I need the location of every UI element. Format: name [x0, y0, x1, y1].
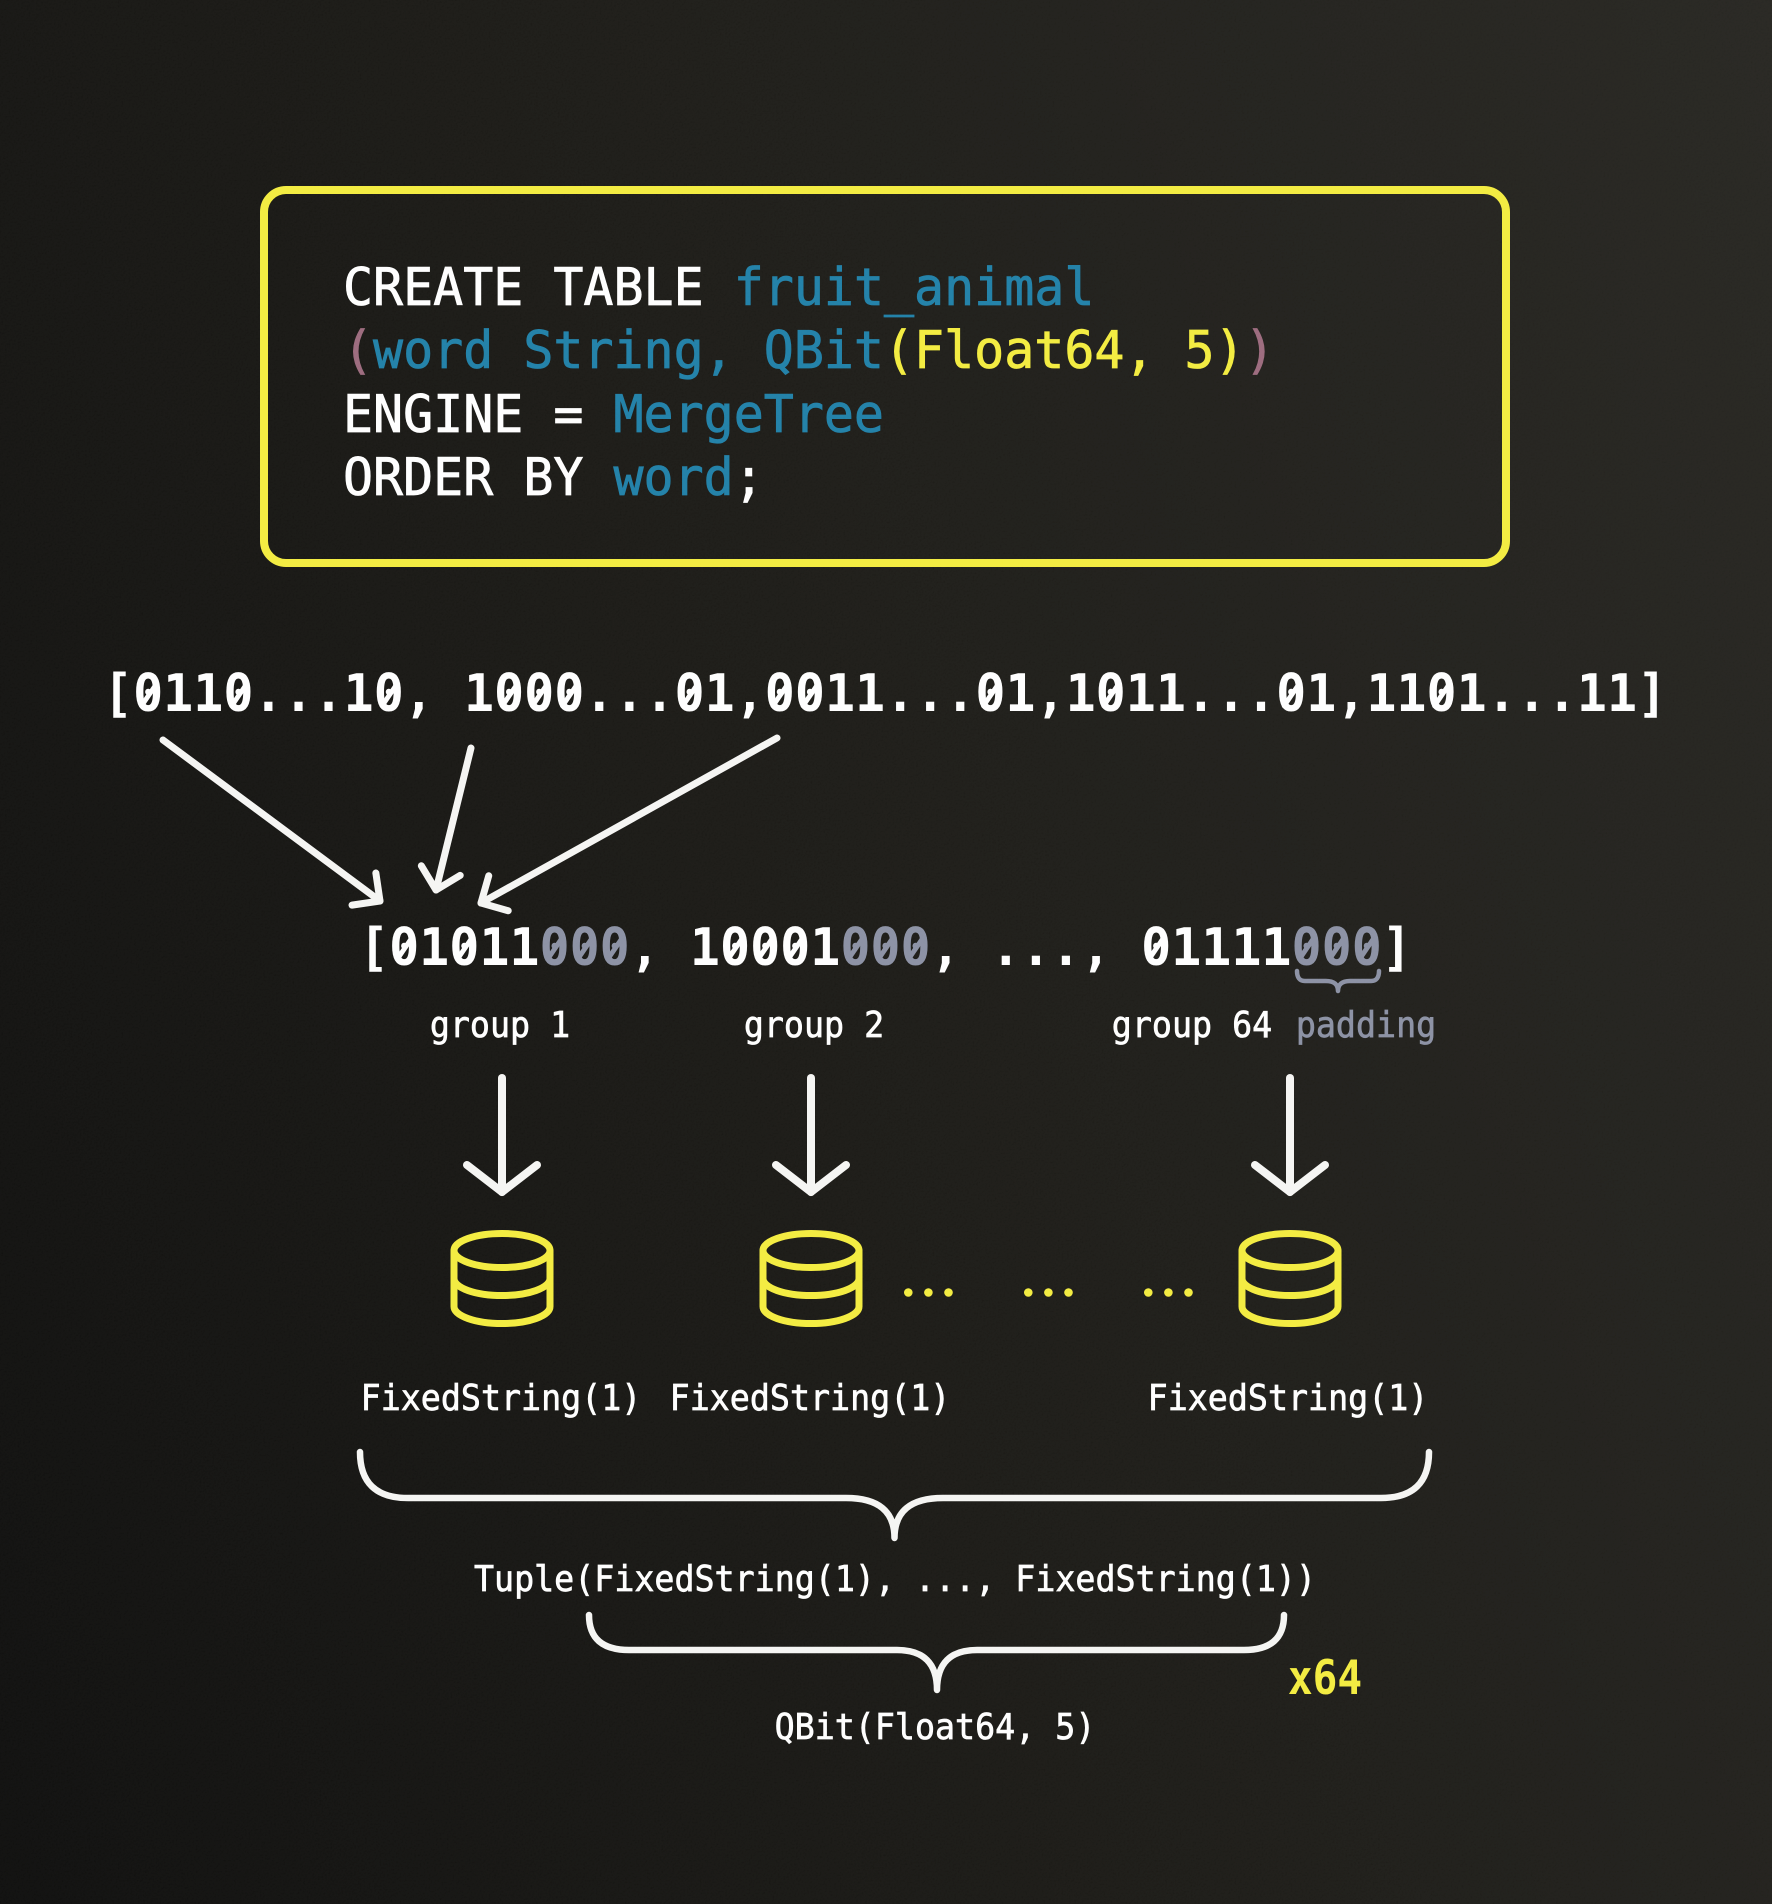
sql-paren-close: ): [1244, 321, 1275, 382]
flow-arrow-left-icon: [159, 736, 384, 909]
database-icon-64: [1238, 1230, 1342, 1327]
sql-keyword-order-by: ORDER BY: [343, 447, 614, 508]
tuple-brace-icon: [356, 1448, 1433, 1542]
ellipsis-dots-3-icon: [1144, 1288, 1193, 1297]
qbit-brace-icon: [585, 1611, 1288, 1694]
sql-line-4: ORDER BY word;: [343, 451, 765, 504]
sql-line-3: ENGINE = MergeTree: [343, 388, 885, 441]
ellipsis-dots-1-icon: [904, 1288, 953, 1297]
source-bit-array: [0110...10, 1000...01,0011...01,1011...0…: [103, 664, 1668, 725]
grouped-array-sep2: , ...,: [930, 917, 1142, 978]
flow-arrow-right-icon: [477, 734, 781, 915]
grouped-array-close: ]: [1381, 917, 1412, 978]
sql-code-box: CREATE TABLE fruit_animal (word String, …: [260, 186, 1510, 567]
fixedstring-label-2: FixedString(1): [669, 1377, 951, 1419]
sql-paren-open: (: [343, 321, 374, 382]
sql-keyword-create-table: CREATE TABLE: [343, 258, 734, 319]
flow-arrow-middle-icon: [417, 744, 475, 894]
tuple-type-label: Tuple(FixedString(1), ..., FixedString(1…: [473, 1559, 1317, 1600]
sql-line-2: (word String, QBit(Float64, 5)): [343, 325, 1275, 378]
qbit-type-label: QBit(Float64, 5): [774, 1707, 1096, 1748]
database-icon-2: [759, 1230, 863, 1327]
padding-underbrace-icon: [1294, 968, 1382, 994]
sql-order-column: word: [613, 447, 734, 508]
group1-bits: 01011: [389, 917, 540, 978]
sql-table-name: fruit_animal: [733, 258, 1095, 319]
grouped-byte-array: [01011000, 10001000, ..., 01111000]: [359, 922, 1412, 975]
group1-padding-bits: 000: [539, 917, 630, 978]
grouped-array-open: [: [359, 917, 390, 978]
grouped-array-sep1: ,: [629, 917, 690, 978]
sql-keyword-engine: ENGINE =: [343, 384, 614, 445]
group64-label: group 64: [1111, 1004, 1273, 1046]
database-icon-1: [450, 1230, 554, 1327]
sql-semicolon: ;: [733, 447, 764, 508]
sql-columns: word String, QBit: [373, 321, 885, 382]
sql-qbit-args: (Float64, 5): [883, 321, 1245, 382]
ellipsis-dots-2-icon: [1024, 1288, 1073, 1297]
fixedstring-label-3: FixedString(1): [1147, 1377, 1429, 1419]
group2-label: group 2: [743, 1004, 885, 1046]
multiplier-label: x64: [1287, 1651, 1363, 1706]
fixedstring-label-1: FixedString(1): [360, 1377, 642, 1419]
group2-padding-bits: 000: [840, 917, 931, 978]
group2-bits: 10001: [689, 917, 841, 978]
sql-line-1: CREATE TABLE fruit_animal: [343, 262, 1095, 315]
group64-padding-bits: 000: [1291, 917, 1382, 978]
group1-label: group 1: [429, 1004, 571, 1046]
group64-bits: 01111: [1141, 917, 1292, 978]
database-icons: [450, 1230, 1342, 1327]
sql-engine-name: MergeTree: [613, 384, 884, 445]
padding-label: padding: [1295, 1004, 1437, 1046]
